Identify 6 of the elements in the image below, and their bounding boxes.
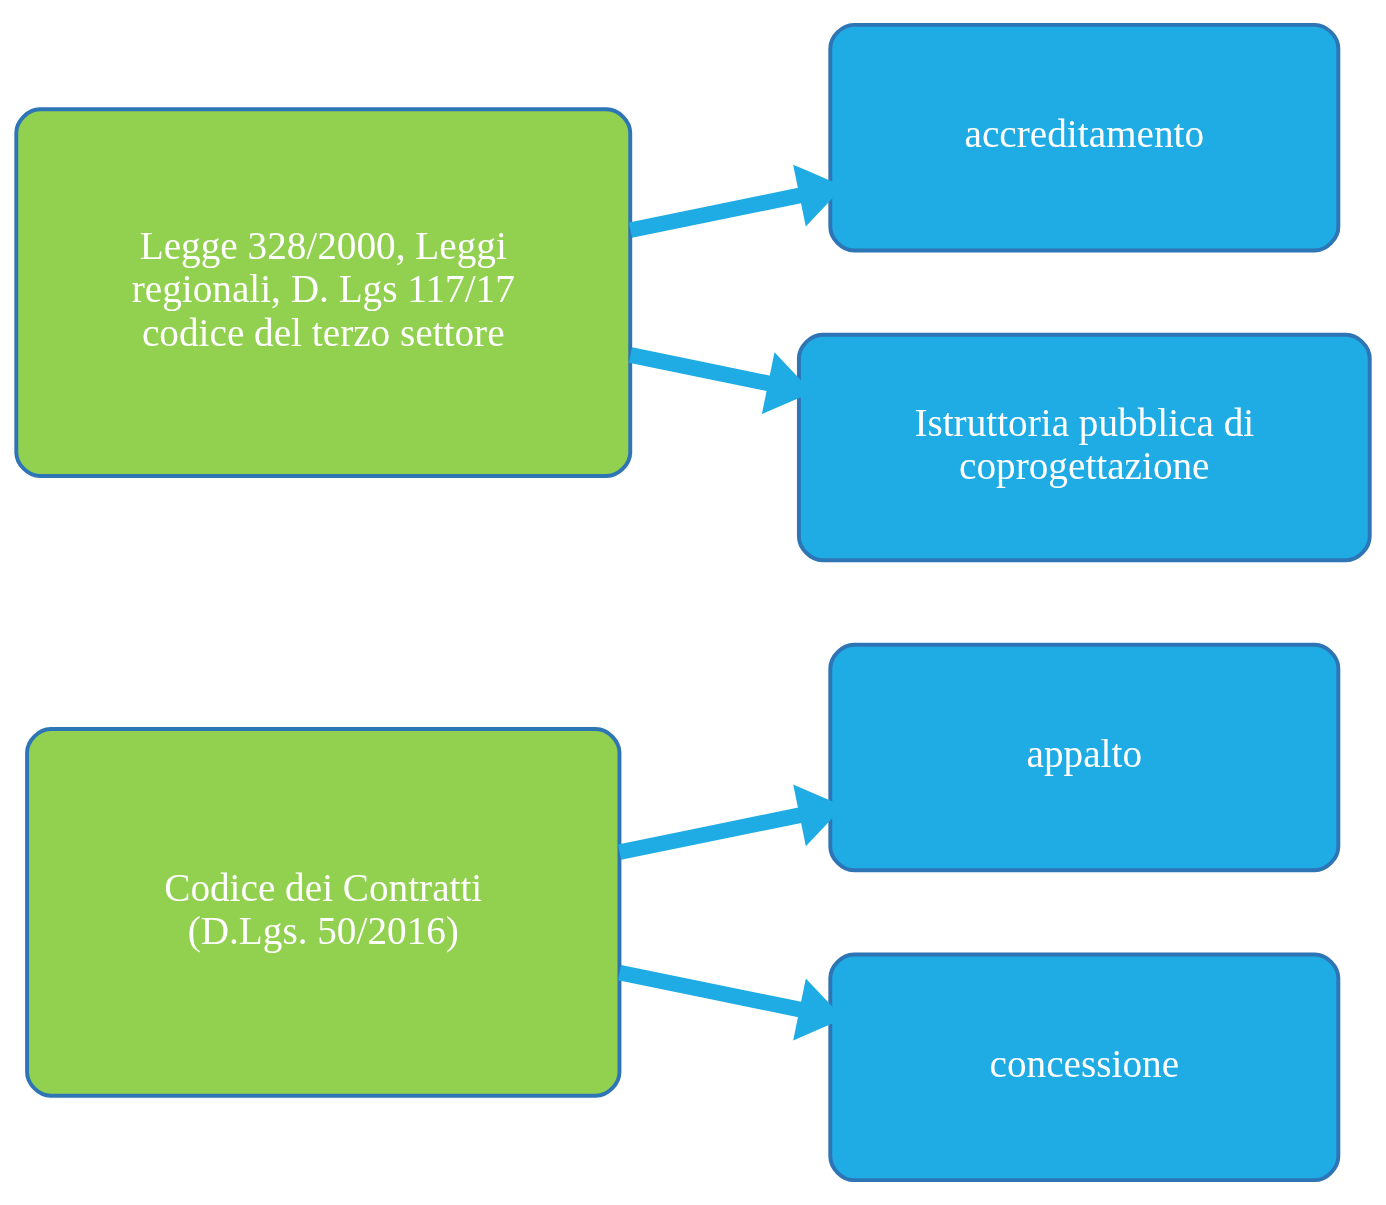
- node-box: appalto: [828, 642, 1341, 873]
- node-box: Codice dei Contratti (D.Lgs. 50/2016): [25, 727, 622, 1098]
- node-box: Legge 328/2000, Leggi regionali, D. Lgs 117/17 codice del terzo settore: [14, 107, 633, 478]
- node-box: Istruttoria pubblica di coprogettazione: [796, 332, 1372, 563]
- node-box: accreditamento: [828, 22, 1341, 253]
- node-box: concessione: [828, 952, 1341, 1183]
